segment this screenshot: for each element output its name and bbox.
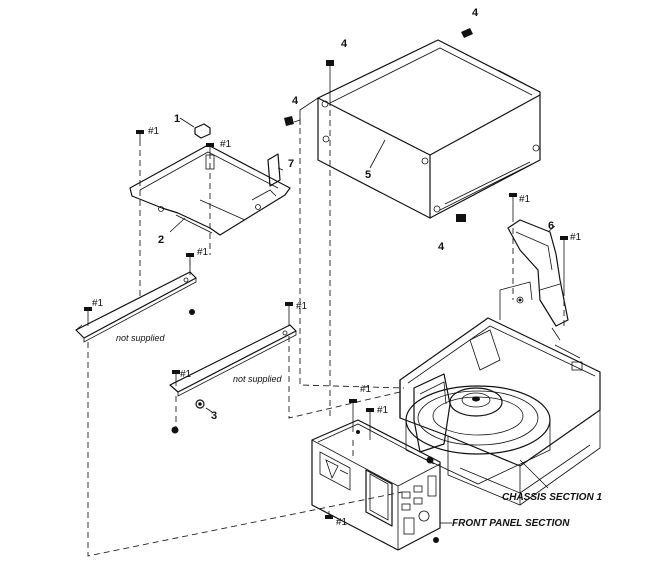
small-spacer-part-1 xyxy=(194,123,211,139)
screw-ref-label: #1 xyxy=(92,298,104,309)
side-bracket-part-6 xyxy=(507,219,569,327)
callout-6: 6 xyxy=(548,220,554,232)
callout-7: 7 xyxy=(288,158,294,170)
leader-line-5 xyxy=(369,139,386,169)
screw-bracket-left xyxy=(136,130,144,140)
left-rail-not-supplied xyxy=(75,271,197,343)
top-cover-part-5 xyxy=(299,39,541,219)
screw-ref-label: #1 xyxy=(180,369,192,380)
screw-part-4-cover-top xyxy=(326,60,334,100)
side-bracket-screw-top xyxy=(509,193,517,222)
callout-4-cover-top: 4 xyxy=(341,38,348,50)
leader-line-chassis xyxy=(519,459,549,489)
screw-part-4-top-right xyxy=(461,28,473,38)
chassis-screw-front-mid xyxy=(366,408,374,440)
front-panel-section xyxy=(311,419,441,551)
screw-ref-label: #1 xyxy=(519,194,531,205)
screw-bracket-right xyxy=(206,143,214,153)
rail-right-screw-bottom xyxy=(172,370,180,386)
leader-line-1 xyxy=(179,117,195,128)
screw-ref-label: #1 xyxy=(377,405,389,416)
rail-right-screw-top xyxy=(285,302,293,326)
right-rail-not-supplied xyxy=(169,324,297,397)
rail-left-nut xyxy=(189,309,195,315)
rail-right-nut xyxy=(171,426,179,434)
chassis-section-label: CHASSIS SECTION 1 xyxy=(502,492,602,503)
screw-ref-label: #1 xyxy=(360,384,372,395)
screw-part-4-cover-bottom xyxy=(456,214,466,222)
leader-line-6 xyxy=(547,225,556,233)
front-panel-section-label: FRONT PANEL SECTION xyxy=(452,518,570,529)
leader-line-3 xyxy=(205,407,213,413)
chassis-screw-front-left xyxy=(349,399,357,432)
screw-part-4-cover-left xyxy=(284,116,301,126)
top-bracket-part-2 xyxy=(129,144,291,236)
assembly-guide-lines xyxy=(87,100,565,557)
callout-4-cover-bottom: 4 xyxy=(438,241,445,253)
callout-2: 2 xyxy=(158,234,164,246)
front-panel-screw xyxy=(325,511,333,519)
chassis-section xyxy=(399,281,601,506)
screw-ref-label: #1 xyxy=(570,232,582,243)
note-not-supplied-left: not supplied xyxy=(116,333,166,343)
leader-line-7 xyxy=(277,167,284,171)
screw-ref-label: #1 xyxy=(336,517,348,528)
screw-ref-label: #1 xyxy=(197,247,209,258)
rail-left-screw-bottom xyxy=(84,307,92,326)
leader-line-2 xyxy=(169,217,186,233)
callout-3: 3 xyxy=(211,410,217,422)
note-not-supplied-right: not supplied xyxy=(233,374,283,384)
callout-4-top-right: 4 xyxy=(472,7,479,19)
callout-1: 1 xyxy=(174,113,180,125)
washer-part-3 xyxy=(195,399,205,409)
callout-5: 5 xyxy=(365,169,371,181)
side-bracket-screw-right xyxy=(560,236,568,290)
screw-ref-label: #1 xyxy=(296,301,308,312)
screw-ref-label: #1 xyxy=(148,126,160,137)
screw-ref-label: #1 xyxy=(220,139,232,150)
callout-4-cover-left: 4 xyxy=(292,95,299,107)
